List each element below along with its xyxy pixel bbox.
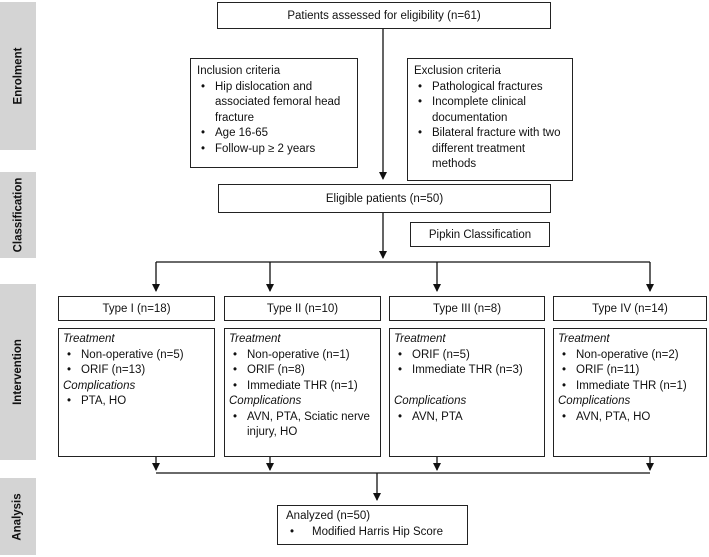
inclusion-item: Age 16-65 bbox=[197, 126, 351, 142]
type4-header: Type IV (n=14) bbox=[553, 296, 707, 321]
treatment-item: Non-operative (n=2) bbox=[558, 348, 702, 364]
analyzed-item: Modified Harris Hip Score bbox=[286, 525, 461, 541]
treatment-item: ORIF (n=11) bbox=[558, 363, 702, 379]
treatment-list: Non-operative (n=5) ORIF (n=13) bbox=[63, 348, 210, 379]
inclusion-item: Follow-up ≥ 2 years bbox=[197, 142, 351, 158]
analyzed-title: Analyzed (n=50) bbox=[286, 510, 371, 522]
treatment-item: ORIF (n=5) bbox=[394, 348, 540, 364]
type3-header: Type III (n=8) bbox=[389, 296, 545, 321]
eligible-box: Eligible patients (n=50) bbox=[218, 184, 551, 213]
complications-title: Complications bbox=[63, 379, 136, 392]
treatment-list: Non-operative (n=2) ORIF (n=11) Immediat… bbox=[558, 348, 702, 395]
exclusion-list: Pathological fractures Incomplete clinic… bbox=[414, 80, 566, 173]
assessed-box: Patients assessed for eligibility (n=61) bbox=[217, 2, 551, 29]
inclusion-title: Inclusion criteria bbox=[197, 65, 281, 77]
treatment-list: Non-operative (n=1) ORIF (n=8) Immediate… bbox=[229, 348, 376, 395]
treatment-item: ORIF (n=13) bbox=[63, 363, 210, 379]
type2-detail: Treatment Non-operative (n=1) ORIF (n=8)… bbox=[224, 328, 381, 457]
complications-title: Complications bbox=[394, 395, 467, 407]
treatment-title: Treatment bbox=[394, 333, 446, 345]
type1-detail: Treatment Non-operative (n=5) ORIF (n=13… bbox=[58, 328, 215, 457]
stage-analysis: Analysis bbox=[0, 478, 36, 555]
exclusion-criteria-box: Exclusion criteria Pathological fracture… bbox=[407, 58, 573, 181]
pipkin-box: Pipkin Classification bbox=[410, 222, 550, 247]
type3-detail: Treatment ORIF (n=5) Immediate THR (n=3)… bbox=[389, 328, 545, 457]
complications-title: Complications bbox=[558, 395, 631, 407]
complications-list: PTA, HO bbox=[63, 394, 210, 410]
exclusion-item: Incomplete clinical documentation bbox=[414, 95, 566, 126]
complication-item: AVN, PTA bbox=[394, 410, 540, 426]
type4-detail: Treatment Non-operative (n=2) ORIF (n=11… bbox=[553, 328, 707, 457]
exclusion-title: Exclusion criteria bbox=[414, 65, 501, 77]
inclusion-item: Hip dislocation and associated femoral h… bbox=[197, 80, 351, 127]
treatment-item: ORIF (n=8) bbox=[229, 363, 376, 379]
stage-classification: Classification bbox=[0, 172, 36, 258]
inclusion-criteria-box: Inclusion criteria Hip dislocation and a… bbox=[190, 58, 358, 168]
exclusion-item: Pathological fractures bbox=[414, 80, 566, 96]
complications-title: Complications bbox=[229, 395, 302, 407]
exclusion-item: Bilateral fracture with two different tr… bbox=[414, 126, 566, 173]
type2-header: Type II (n=10) bbox=[224, 296, 381, 321]
complications-list: AVN, PTA, Sciatic nerve injury, HO bbox=[229, 410, 376, 441]
treatment-item: Immediate THR (n=1) bbox=[229, 379, 376, 395]
analyzed-list: Modified Harris Hip Score bbox=[286, 525, 461, 541]
treatment-item: Immediate THR (n=3) bbox=[394, 363, 540, 379]
stage-enrolment: Enrolment bbox=[0, 2, 36, 150]
treatment-title: Treatment bbox=[229, 333, 281, 345]
inclusion-list: Hip dislocation and associated femoral h… bbox=[197, 80, 351, 158]
treatment-title: Treatment bbox=[63, 333, 115, 345]
treatment-title: Treatment bbox=[558, 333, 610, 345]
analyzed-box: Analyzed (n=50) Modified Harris Hip Scor… bbox=[277, 505, 468, 545]
complication-item: PTA, HO bbox=[63, 394, 210, 410]
stage-intervention: Intervention bbox=[0, 284, 36, 460]
treatment-item: Non-operative (n=1) bbox=[229, 348, 376, 364]
complication-item: AVN, PTA, HO bbox=[558, 410, 702, 426]
complications-list: AVN, PTA, HO bbox=[558, 410, 702, 426]
complication-item: AVN, PTA, Sciatic nerve injury, HO bbox=[229, 410, 376, 441]
treatment-item: Immediate THR (n=1) bbox=[558, 379, 702, 395]
treatment-list: ORIF (n=5) Immediate THR (n=3) bbox=[394, 348, 540, 379]
complications-list: AVN, PTA bbox=[394, 410, 540, 426]
treatment-item: Non-operative (n=5) bbox=[63, 348, 210, 364]
type1-header: Type I (n=18) bbox=[58, 296, 215, 321]
